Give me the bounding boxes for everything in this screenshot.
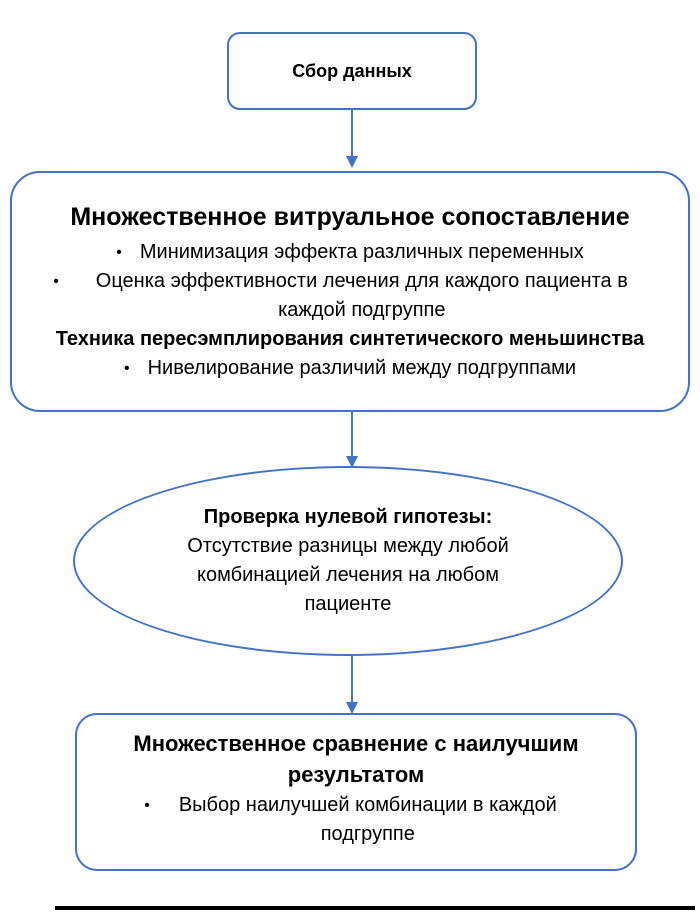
node-virtual-matching: Множественное витруальное сопоставление … xyxy=(10,171,690,412)
node-virtual-matching-title: Множественное витруальное сопоставление xyxy=(70,203,630,231)
bullet-item: • Выбор наилучшей комбинации в каждой под… xyxy=(77,791,635,849)
bold-subtitle: Техника пересэмплирования синтетического… xyxy=(55,327,645,350)
bullet-item: • Минимизация эффекта различных переменны… xyxy=(12,238,688,267)
bullet-item: • Нивелирование различий между подгруппам… xyxy=(12,354,688,383)
node-null-hypothesis-body: Отсутствие разницы между любой комбинаци… xyxy=(187,535,509,615)
arrow-down-icon xyxy=(346,411,358,468)
node-data-collection: Сбор данных xyxy=(227,32,477,110)
bullet-icon: • xyxy=(53,272,59,290)
bullet-icon: • xyxy=(144,796,150,814)
node-best-comparison-lines: • Выбор наилучшей комбинации в каждой под… xyxy=(77,791,635,849)
bullet-text: Нивелирование различий между подгруппами xyxy=(147,356,577,379)
node-null-hypothesis-title: Проверка нулевой гипотезы: xyxy=(203,506,493,528)
node-null-hypothesis: Проверка нулевой гипотезы: Отсутствие ра… xyxy=(73,466,623,656)
bullet-text: Минимизация эффекта различных переменных xyxy=(139,240,584,263)
bullet-text: Выбор наилучшей комбинации в каждой подг… xyxy=(178,793,557,845)
node-data-collection-title: Сбор данных xyxy=(292,60,412,81)
node-best-comparison: Множественное сравнение с наилучшим резу… xyxy=(75,713,637,871)
arrow-down-icon xyxy=(346,655,358,714)
bullet-text: Оценка эффективности лечения для каждого… xyxy=(95,269,628,321)
bullet-icon: • xyxy=(116,243,122,261)
bullet-item: • Оценка эффективности лечения для каждог… xyxy=(12,267,688,325)
bullet-icon: • xyxy=(123,359,130,377)
node-best-comparison-title: Множественное сравнение с наилучшим резу… xyxy=(133,731,579,787)
node-virtual-matching-lines: • Минимизация эффекта различных переменны… xyxy=(12,238,688,383)
arrow-down-icon xyxy=(346,109,358,168)
bottom-divider xyxy=(55,906,695,910)
